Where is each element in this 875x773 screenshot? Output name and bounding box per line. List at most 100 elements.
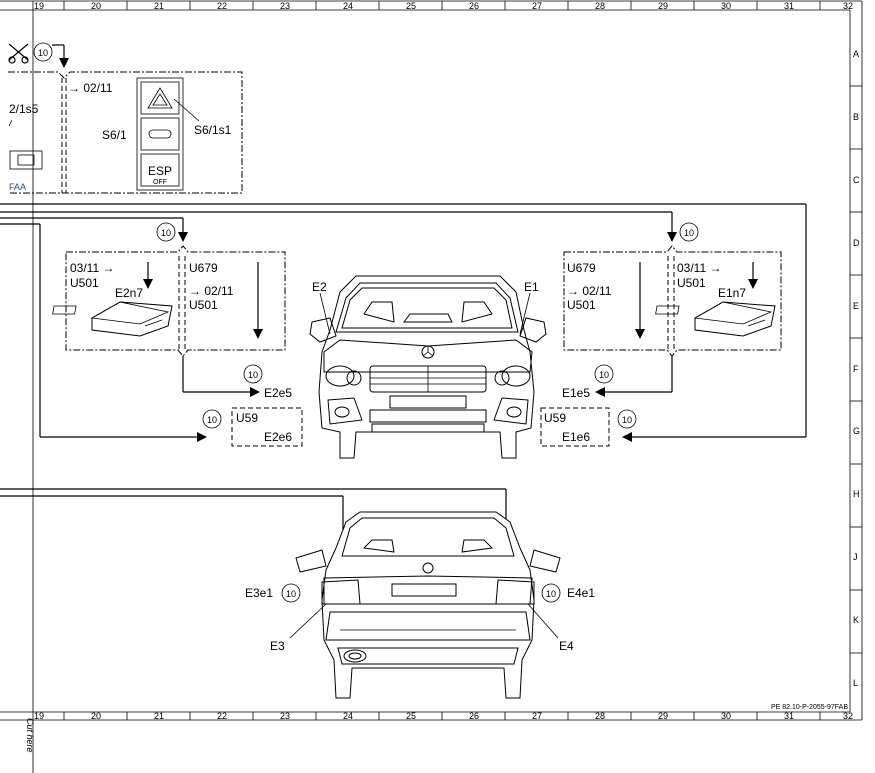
e4-label: E4 [559, 639, 574, 653]
svg-text:27: 27 [532, 1, 542, 11]
svg-text:C: C [853, 175, 860, 185]
svg-text:B: B [853, 112, 859, 122]
svg-text:L: L [853, 678, 858, 688]
svg-text:F: F [853, 364, 859, 374]
rear-mirror-right [529, 549, 561, 573]
e2e5-label: E2e5 [264, 386, 292, 400]
svg-text:21: 21 [154, 1, 164, 11]
s6-1-label: S6/1 [102, 128, 127, 142]
e3-label: E3 [270, 639, 285, 653]
e2-module-box [65, 245, 286, 357]
svg-text:10: 10 [622, 415, 632, 425]
car-front-view [309, 275, 547, 459]
s6-1s1-label: S6/1s1 [194, 123, 232, 137]
front-license-plate [389, 395, 467, 409]
e2-label: E2 [312, 280, 327, 294]
ref-circle-right-d: 10 [679, 222, 699, 242]
svg-text:H: H [853, 489, 860, 499]
svg-text:27: 27 [532, 711, 542, 721]
u501-left-a: U501 [70, 276, 99, 290]
s2-1s5-label: 2/1s5 [9, 102, 39, 116]
e2e6-label: E2e6 [264, 430, 292, 444]
switch-symbol [9, 150, 43, 170]
svg-text:26: 26 [469, 711, 479, 721]
e1e6-label: E1e6 [562, 430, 590, 444]
e1n7-control-unit [655, 301, 776, 337]
svg-text:25: 25 [406, 711, 416, 721]
svg-text:J: J [853, 552, 858, 562]
svg-text:20: 20 [91, 711, 101, 721]
exhaust-pipe [343, 649, 367, 663]
ref-circle-e1e6: 10 [617, 409, 637, 429]
from-0311-right: 03/11 → [677, 261, 721, 275]
svg-text:23: 23 [280, 1, 290, 11]
svg-text:32: 32 [843, 711, 853, 721]
svg-text:19: 19 [34, 711, 44, 721]
from-0211-label: → 02/11 [68, 81, 113, 95]
e2n7-label: E2n7 [115, 286, 143, 300]
tail-lamp-right [495, 579, 535, 605]
svg-text:31: 31 [784, 711, 794, 721]
svg-text:31: 31 [784, 1, 794, 11]
row-ruler: A B C D E F G H J K L [850, 49, 862, 688]
u501-right-a: U501 [677, 276, 706, 290]
svg-text:26: 26 [469, 1, 479, 11]
svg-text:24: 24 [343, 711, 353, 721]
svg-text:32: 32 [843, 1, 853, 11]
svg-text:29: 29 [658, 1, 668, 11]
svg-text:A: A [853, 49, 859, 59]
to-0211-left: → 02/11 [189, 284, 234, 298]
ref-circle-e3e1: 10 [281, 583, 301, 603]
from-0311-left: 03/11 → [70, 261, 114, 275]
switch-panel: ESP OFF [136, 77, 184, 191]
rear-license-plate [391, 583, 457, 597]
e4e1-label: E4e1 [567, 586, 595, 600]
svg-text:10: 10 [207, 415, 217, 425]
svg-text:10: 10 [599, 370, 609, 380]
column-ruler-top: 19 20 21 22 23 24 25 26 27 28 29 30 31 3… [34, 1, 853, 11]
svg-text:21: 21 [154, 711, 164, 721]
svg-text:20: 20 [91, 1, 101, 11]
u501-right-b: U501 [567, 298, 596, 312]
svg-text:G: G [853, 426, 860, 436]
svg-text:19: 19 [34, 1, 44, 11]
svg-text:22: 22 [217, 711, 227, 721]
svg-text:10: 10 [38, 48, 48, 58]
mirror-right [519, 317, 547, 343]
e2e6-box [231, 407, 303, 447]
u501-left-b: U501 [189, 298, 218, 312]
u679-left: U679 [189, 261, 218, 275]
ref-circle-e2e6: 10 [202, 409, 222, 429]
e1n7-label: E1n7 [718, 286, 746, 300]
tail-lamp-left [321, 579, 361, 605]
e1e6-box [540, 407, 610, 447]
svg-text:22: 22 [217, 1, 227, 11]
svg-text:D: D [853, 238, 860, 248]
column-ruler-bottom: 19 20 21 22 23 24 25 26 27 28 29 30 31 3… [34, 711, 853, 721]
u59-left: U59 [236, 411, 258, 425]
button-oval-icon [148, 129, 172, 139]
svg-text:30: 30 [721, 1, 731, 11]
scissors-icon [8, 43, 29, 64]
ref-circle-e2e5: 10 [243, 364, 263, 384]
s6-1-module-box [8, 71, 243, 194]
svg-text:10: 10 [684, 228, 694, 238]
svg-text:30: 30 [721, 711, 731, 721]
ref-circle-e4e1: 10 [541, 583, 561, 603]
faa-label: FAA [9, 182, 26, 192]
ref-circle-left-d: 10 [156, 222, 176, 242]
svg-text:25: 25 [406, 1, 416, 11]
svg-text:28: 28 [595, 711, 605, 721]
esp-off-label: OFF [153, 179, 167, 186]
rear-mirror-left [295, 549, 327, 573]
esp-label: ESP [148, 164, 172, 178]
e1-label: E1 [524, 280, 539, 294]
rear-star-emblem-icon [422, 562, 434, 574]
svg-text:10: 10 [161, 228, 171, 238]
svg-text:24: 24 [343, 1, 353, 11]
to-0211-right: → 02/11 [567, 284, 612, 298]
svg-text:10: 10 [248, 370, 258, 380]
ref-circle-a: 10 [33, 42, 53, 62]
e1-module-box [563, 245, 782, 357]
